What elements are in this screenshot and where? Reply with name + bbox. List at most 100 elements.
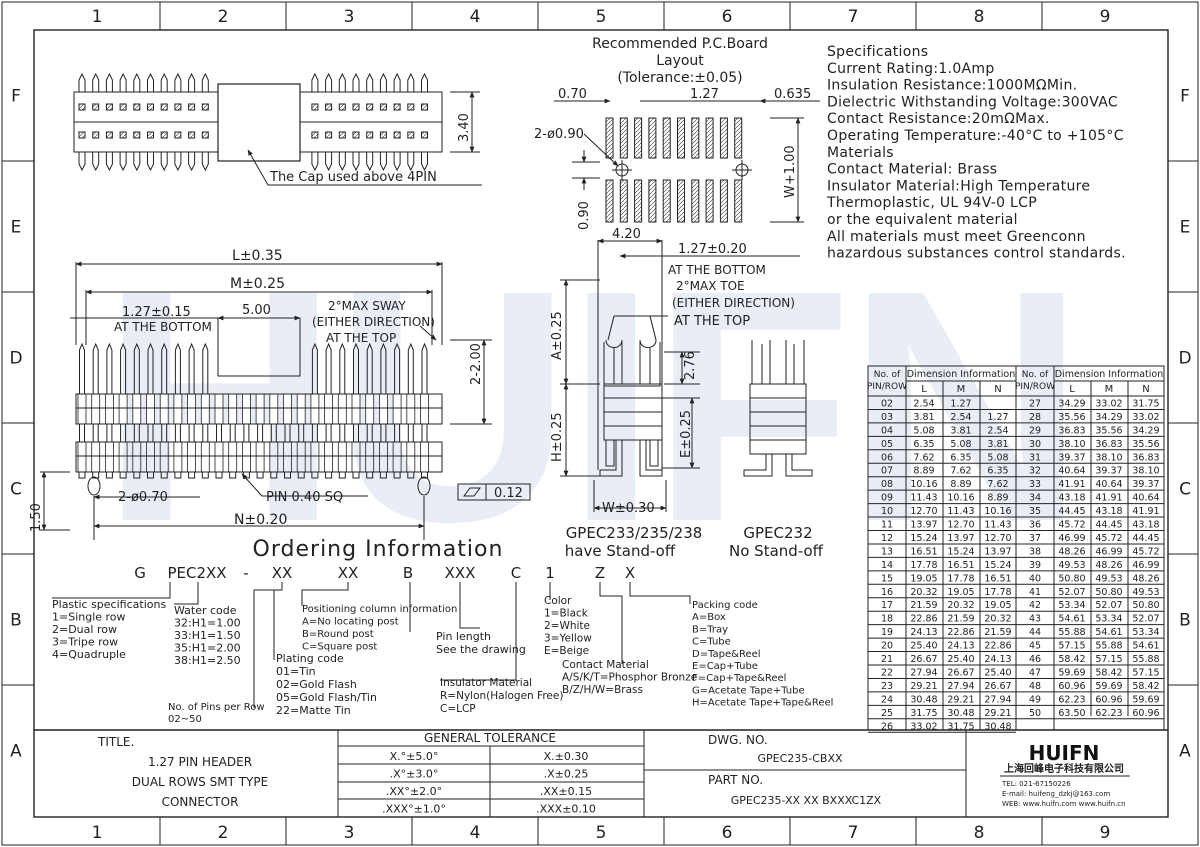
order-packing-2: B=Tray: [692, 624, 728, 635]
order-packing-8: H=Acetate Tape+Tape&Reel: [692, 698, 833, 709]
pcb-layout: Recommended P.C.Board Layout (Tolerance:…: [534, 36, 820, 230]
dim-cell-l-7-2: 10.16: [947, 493, 974, 504]
dim-cell-l-16-3: 20.32: [984, 614, 1011, 625]
dim-cell-r-9-3: 43.18: [1132, 520, 1159, 531]
dim-cell-l-6-2: 8.89: [950, 479, 971, 490]
dim-cell-r-16-3: 52.07: [1132, 614, 1159, 625]
dim-cell-l-15-0: 17: [881, 600, 893, 611]
order-plastic-0: Plastic specifications: [52, 598, 166, 611]
title-label: TITLE.: [97, 735, 134, 749]
dim-cell-l-18-2: 24.13: [947, 641, 974, 652]
dim-cell-r-0-2: 33.02: [1095, 398, 1122, 409]
dim-cell-r-2-0: 29: [1029, 425, 1041, 436]
dim-cell-l-9-0: 11: [881, 520, 893, 531]
dim-cell-l-9-3: 11.43: [984, 520, 1011, 531]
dim-M: M±0.25: [230, 276, 285, 292]
order-code-seg-9: Z: [595, 564, 605, 582]
dim-cell-r-2-3: 34.29: [1132, 425, 1159, 436]
dim-cell-l-1-1: 3.81: [913, 412, 934, 423]
dim-cell-l-0-1: 2.54: [913, 398, 934, 409]
spec-line-7: Contact Material: Brass: [827, 162, 997, 178]
dim-cell-r-4-2: 38.10: [1095, 452, 1122, 463]
dim-cell-l-17-1: 24.13: [910, 627, 937, 638]
dim-cell-r-6-2: 40.64: [1095, 479, 1122, 490]
dim-cell-l-5-2: 7.62: [950, 466, 971, 477]
side-dim-A: A±0.25: [550, 311, 565, 360]
tol-angle-3: .XXX°±1.0°: [382, 803, 446, 816]
dim-cell-r-18-0: 45: [1029, 641, 1041, 652]
dim-cell-l-16-2: 21.59: [947, 614, 974, 625]
dim-cell-r-21-2: 59.69: [1095, 681, 1122, 692]
tol-angle-1: .X°±3.0°: [390, 768, 439, 781]
order-code-seg-8: 1: [545, 564, 555, 582]
dim-cell-l-22-1: 30.48: [910, 694, 937, 705]
tol-linear-3: .XXX±0.10: [536, 803, 596, 816]
dim-cell-r-18-1: 57.15: [1058, 641, 1085, 652]
title-line-2: CONNECTOR: [162, 795, 239, 809]
top-view: 3.40 The Cap used above 4PIN: [73, 72, 482, 186]
dim-cell-l-9-1: 13.97: [910, 520, 937, 531]
dim-cell-l-19-1: 26.67: [910, 654, 937, 665]
company-tel: TEL: 021-67150226: [1001, 780, 1071, 788]
watermark: HUIFN: [101, 221, 1079, 590]
dim-cell-r-7-2: 41.91: [1095, 493, 1122, 504]
dim-cell-r-19-3: 55.88: [1132, 654, 1159, 665]
zone-col-1: 1: [92, 7, 103, 27]
dim-cell-l-17-3: 21.59: [984, 627, 1011, 638]
order-color-2: 2=White: [544, 620, 590, 632]
dim-cell-l-20-2: 26.67: [947, 667, 974, 678]
order-water-0: Water code: [174, 604, 237, 617]
pcb-title-2: Layout: [656, 53, 704, 69]
dim-1.50: 1.50: [29, 503, 44, 532]
dim-cell-l-10-2: 13.97: [947, 533, 974, 544]
order-code-seg-3: XX: [272, 564, 293, 582]
dim-cell-r-21-1: 60.96: [1058, 681, 1085, 692]
zone-col-5: 5: [596, 7, 607, 27]
order-packing-1: A=Box: [692, 612, 726, 623]
zone-col-bottom-2: 2: [218, 823, 229, 843]
dim-cell-l-22-0: 24: [881, 694, 893, 705]
zone-row-right-D: D: [1178, 349, 1191, 369]
order-packing-6: F=Cap+Tape&Reel: [692, 673, 786, 684]
dim-cell-r-20-3: 57.15: [1132, 667, 1159, 678]
dim-cell-r-13-3: 48.26: [1132, 573, 1159, 584]
dim-cell-r-23-3: 60.96: [1132, 708, 1159, 719]
order-code-seg-7: C: [511, 564, 521, 582]
cap-body: [217, 317, 301, 377]
order-position-2: B=Round post: [302, 629, 374, 640]
dim-cell-r-4-3: 36.83: [1132, 452, 1159, 463]
dim-cell-r-7-1: 43.18: [1058, 493, 1085, 504]
dim-cell-r-19-2: 57.15: [1095, 654, 1122, 665]
dim-cell-l-24-3: 30.48: [984, 721, 1011, 732]
dim-cell-r-16-2: 53.34: [1095, 614, 1122, 625]
dim-cell-r-22-2: 60.96: [1095, 694, 1122, 705]
dim-2x2.00: 2-2.00: [469, 343, 484, 385]
dim-cell-l-10-3: 12.70: [984, 533, 1011, 544]
order-insulator-1: R=Nylon(Halogen Free): [440, 690, 563, 702]
order-plastic-3: 3=Tripe row: [52, 636, 118, 649]
side-dim-W: W±0.30: [602, 501, 655, 516]
dim-cell-l-11-3: 13.97: [984, 546, 1011, 557]
zone-row-right-F: F: [1180, 87, 1190, 107]
dim-cell-r-20-2: 58.42: [1095, 667, 1122, 678]
order-code-seg-5: B: [403, 564, 413, 582]
dim-cell-r-21-0: 48: [1029, 681, 1041, 692]
company-email: E-mail: huifeng_dzkj@163.com: [1002, 790, 1110, 798]
dim-cell-l-23-2: 30.48: [947, 708, 974, 719]
dim-cell-l-10-0: 12: [881, 533, 893, 544]
dim-cell-l-6-3: 7.62: [987, 479, 1008, 490]
sway-line1: 2°MAX SWAY: [328, 299, 406, 313]
dim-cell-r-8-0: 35: [1029, 506, 1041, 517]
side-dim-2.76: 2.76: [683, 351, 698, 380]
toe-line3: AT THE TOP: [674, 314, 750, 329]
dim-cell-r-4-1: 39.37: [1058, 452, 1085, 463]
order-packing-0: Packing code: [692, 600, 758, 611]
dim-cell-r-9-0: 36: [1029, 520, 1041, 531]
dim-cell-r-12-0: 39: [1029, 560, 1041, 571]
order-plastic-2: 2=Dual row: [52, 623, 117, 636]
dim-cell-l-4-0: 06: [881, 452, 893, 463]
dim-cell-r-13-0: 40: [1029, 573, 1041, 584]
